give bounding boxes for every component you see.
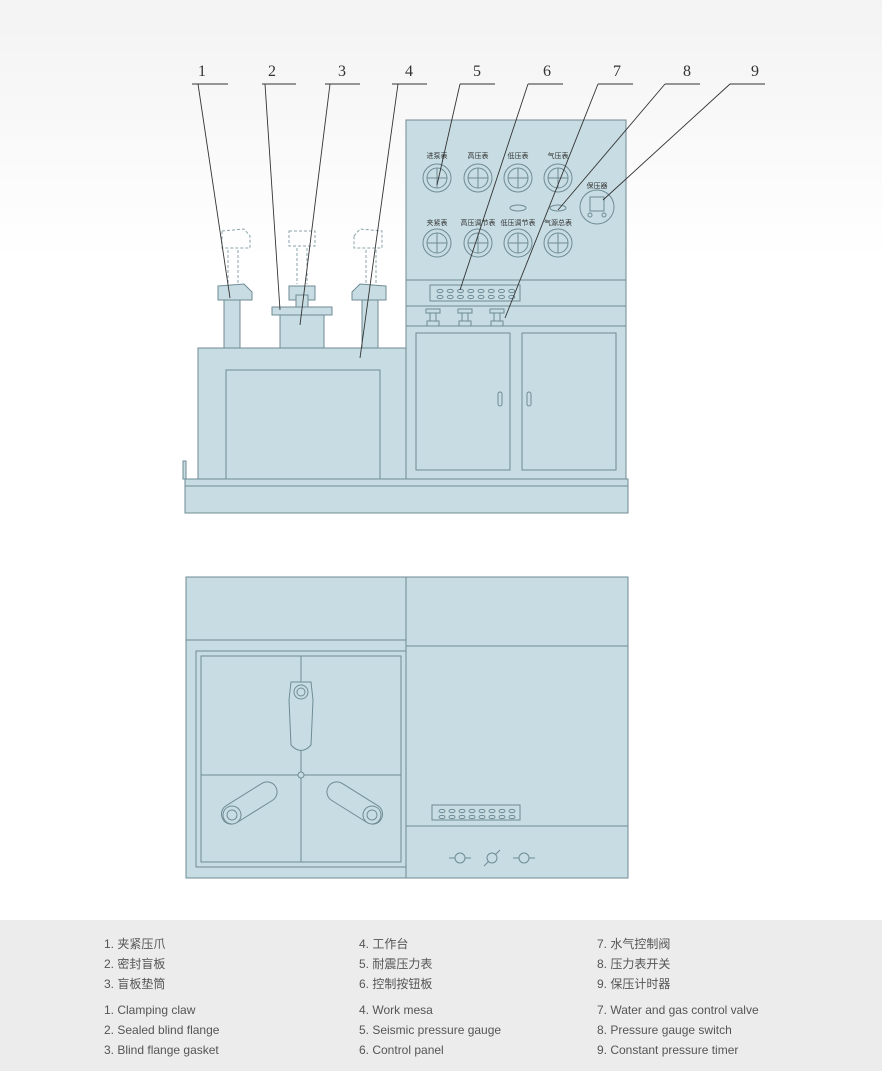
callout-4: 4 [405, 63, 413, 80]
control-button-board [429, 284, 521, 302]
control-button-icon [477, 294, 485, 300]
legend-en-2: 2. Sealed blind flange [104, 1023, 220, 1037]
constant-pressure-timer: 保压器 [579, 181, 615, 225]
control-button-icon [467, 294, 475, 300]
legend-col-3: 7. 水气控制阀 8. 压力表开关 9. 保压计时器 7. Water and … [597, 934, 759, 1060]
control-button-icon [498, 288, 505, 294]
legend-cn-7: 7. 水气控制阀 [597, 937, 671, 951]
leader-lines [192, 83, 765, 359]
gauge-label-row2-2: 低压调节表 [501, 218, 536, 227]
legend-en-6: 6. Control panel [359, 1043, 444, 1057]
gauge-label-row1-0: 进泵表 [427, 151, 448, 160]
callout-9: 9 [751, 63, 759, 80]
legend-cn-1: 1. 夹紧压爪 [104, 937, 166, 951]
control-button-icon [498, 814, 506, 820]
cabinet-door-right [521, 332, 617, 471]
legend-en-4: 4. Work mesa [359, 1003, 433, 1017]
pressure-gauge-icon [422, 163, 452, 193]
control-button-icon [458, 814, 466, 820]
control-button-icon [438, 808, 446, 814]
control-button-icon [458, 808, 466, 814]
pressure-gauge-switch [509, 204, 567, 212]
legend-col-2: 4. 工作台 5. 耐震压力表 6. 控制按钮板 4. Work mesa 5.… [359, 934, 501, 1060]
control-button-icon [467, 288, 475, 294]
legend-cn-6: 6. 控制按钮板 [359, 977, 433, 991]
gauge-label-row1-3: 气压表 [548, 151, 569, 160]
gauge-label-row2-0: 夹紧表 [427, 218, 448, 227]
control-button-icon [468, 814, 476, 820]
control-button-icon [448, 808, 456, 814]
legend-en-9: 9. Constant pressure timer [597, 1043, 739, 1057]
control-button-icon [468, 808, 476, 814]
legend-cn-2: 2. 密封盲板 [104, 957, 166, 971]
blind-flange-gasket [279, 314, 325, 349]
callout-8: 8 [683, 63, 691, 80]
control-button-icon [498, 294, 505, 300]
pressure-gauge-icon [503, 228, 533, 258]
control-button-icon [457, 294, 464, 300]
control-button-icon [488, 808, 496, 814]
water-gas-valves [425, 308, 505, 327]
legend-cn-4: 4. 工作台 [359, 937, 409, 951]
legend-cn-3: 3. 盲板垫筒 [104, 977, 166, 991]
gauge-label-row2-1: 高压调节表 [461, 218, 496, 227]
legend-en-3: 3. Blind flange gasket [104, 1043, 219, 1057]
legend-en-7: 7. Water and gas control valve [597, 1003, 759, 1017]
control-button-icon [508, 288, 516, 294]
valves-top [449, 849, 535, 867]
pressure-gauge-icon [463, 228, 493, 258]
legend: 1. 夹紧压爪 2. 密封盲板 3. 盲板垫筒 1. Clamping claw… [0, 920, 882, 1071]
front-view: 进泵表 高压表 低压表 气压表 夹紧表 高压调节表 低压调节表 气源总表 保压器 [182, 119, 629, 514]
control-button-icon [478, 814, 486, 820]
control-button-icon [477, 288, 485, 294]
control-button-icon [488, 814, 496, 820]
control-button-icon [446, 288, 454, 294]
control-button-icon [487, 288, 495, 294]
pressure-gauge-icon [422, 228, 452, 258]
gauge-label-row2-3: 气源总表 [544, 218, 572, 227]
control-button-icon [478, 808, 486, 814]
control-button-icon [508, 808, 516, 814]
control-button-icon [446, 294, 454, 300]
control-button-icon [436, 294, 444, 300]
control-button-icon [438, 814, 446, 820]
callout-3: 3 [338, 63, 346, 80]
pressure-gauge-icon [463, 163, 493, 193]
control-button-board-top [431, 804, 521, 821]
callout-1: 1 [198, 63, 206, 80]
legend-cn-9: 9. 保压计时器 [597, 977, 671, 991]
control-button-icon [508, 294, 516, 300]
pressure-gauges [422, 163, 573, 258]
gauge-label-row1-2: 低压表 [508, 151, 529, 160]
control-button-icon [436, 288, 444, 294]
gauge-label-row1-1: 高压表 [468, 151, 489, 160]
base-plate [184, 478, 629, 514]
legend-en-1: 1. Clamping claw [104, 1003, 196, 1017]
cabinet-door-left [415, 332, 511, 471]
legend-cn-5: 5. 耐震压力表 [359, 957, 433, 971]
control-button-icon [448, 814, 456, 820]
legend-col-1: 1. 夹紧压爪 2. 密封盲板 3. 盲板垫筒 1. Clamping claw… [104, 934, 219, 1060]
control-button-icon [508, 814, 516, 820]
test-bench-diagram: .m { fill:#c7dde3; stroke:#6f8b95; strok… [182, 63, 765, 879]
timer-label: 保压器 [587, 181, 608, 190]
pressure-gauge-icon [503, 163, 533, 193]
work-table-panel [225, 369, 381, 480]
legend-en-8: 8. Pressure gauge switch [597, 1023, 732, 1037]
control-button-icon [487, 294, 495, 300]
legend-cn-8: 8. 压力表开关 [597, 957, 671, 971]
callout-7: 7 [613, 63, 621, 80]
legend-en-5: 5. Seismic pressure gauge [359, 1023, 502, 1037]
callout-5: 5 [473, 63, 481, 80]
top-view [185, 576, 629, 879]
callout-numbers: 1 2 3 4 5 6 7 8 9 [198, 63, 759, 80]
pressure-gauge-icon [543, 163, 573, 193]
callout-6: 6 [543, 63, 551, 80]
callout-2: 2 [268, 63, 276, 80]
pressure-gauge-icon [543, 228, 573, 258]
control-button-icon [498, 808, 506, 814]
